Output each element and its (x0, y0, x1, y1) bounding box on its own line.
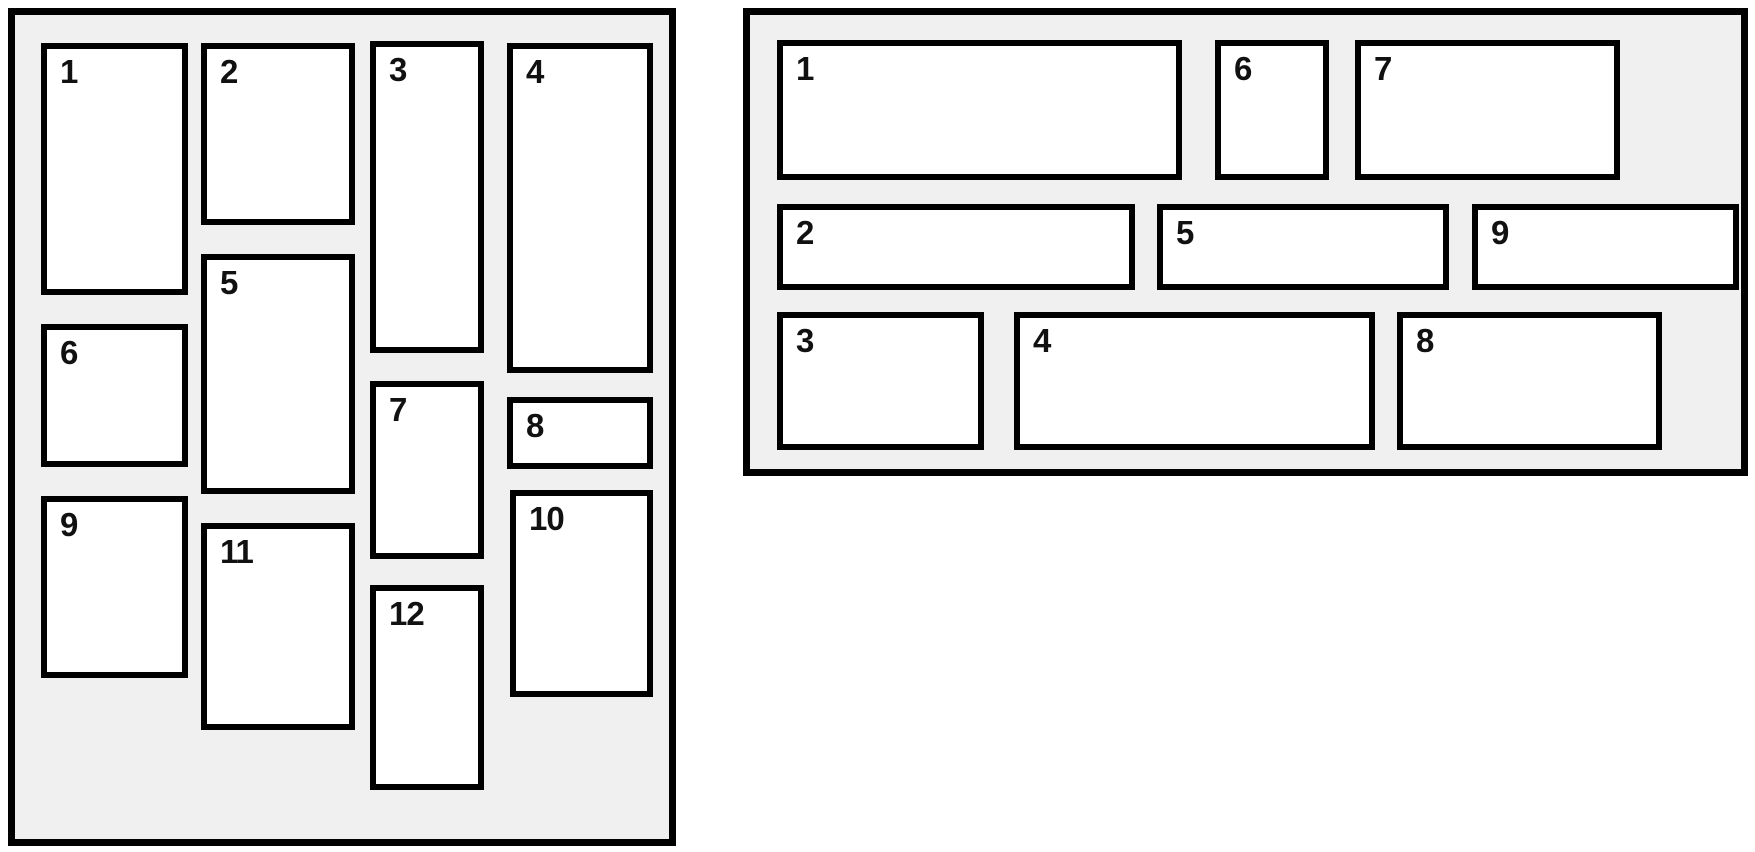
left-box-1: 1 (41, 43, 188, 295)
left-box-11: 11 (201, 523, 355, 730)
box-label: 10 (529, 500, 565, 537)
box-label: 12 (389, 595, 425, 632)
left-box-6: 6 (41, 324, 188, 467)
left-box-3: 3 (370, 41, 484, 353)
box-label: 11 (220, 533, 254, 570)
left-box-12: 12 (370, 585, 484, 790)
box-label: 2 (220, 53, 238, 90)
box-label: 8 (1416, 322, 1434, 359)
box-label: 5 (1176, 214, 1194, 251)
box-label: 6 (60, 334, 78, 371)
right-box-5: 5 (1157, 204, 1449, 290)
left-box-2: 2 (201, 43, 355, 225)
left-box-7: 7 (370, 381, 484, 559)
box-label: 3 (796, 322, 814, 359)
right-box-9: 9 (1472, 204, 1739, 290)
left-box-9: 9 (41, 496, 188, 678)
right-box-1: 1 (777, 40, 1182, 180)
box-label: 1 (60, 53, 78, 90)
right-box-4: 4 (1014, 312, 1375, 450)
box-label: 6 (1234, 50, 1252, 87)
box-label: 1 (796, 50, 814, 87)
box-label: 2 (796, 214, 814, 251)
box-label: 8 (526, 407, 544, 444)
left-box-5: 5 (201, 254, 355, 494)
right-box-7: 7 (1355, 40, 1620, 180)
box-label: 9 (1491, 214, 1509, 251)
right-box-3: 3 (777, 312, 984, 450)
horizontal-masonry-panel: 1 6 7 2 5 9 3 4 8 (743, 8, 1748, 476)
right-box-2: 2 (777, 204, 1135, 290)
box-label: 4 (1033, 322, 1051, 359)
vertical-masonry-panel: 1 2 3 4 5 6 7 8 9 10 11 12 (8, 8, 676, 846)
left-box-10: 10 (510, 490, 653, 697)
box-label: 3 (389, 51, 407, 88)
left-box-8: 8 (507, 397, 653, 469)
box-label: 9 (60, 506, 78, 543)
box-label: 5 (220, 264, 238, 301)
box-label: 7 (389, 391, 407, 428)
left-box-4: 4 (507, 43, 653, 373)
box-label: 7 (1374, 50, 1392, 87)
box-label: 4 (526, 53, 544, 90)
right-box-8: 8 (1397, 312, 1662, 450)
right-box-6: 6 (1215, 40, 1329, 180)
